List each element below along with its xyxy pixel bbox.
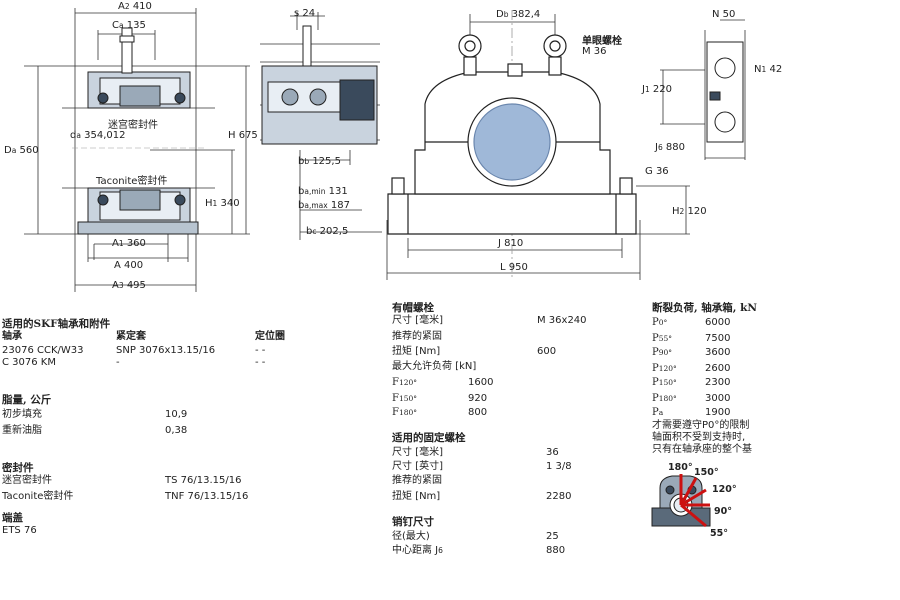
dim-j6: J6 880	[655, 142, 686, 153]
angle-150: 150°	[694, 467, 719, 478]
cap-bolt-tight-label: 推荐的紧固	[392, 331, 442, 342]
seals-title: 密封件	[2, 462, 34, 474]
cap-bolt-size-value: M 36x240	[537, 315, 587, 326]
dim-da-inner: da 354,012	[70, 130, 126, 141]
dim-db: Db 382,4	[496, 9, 541, 20]
break-p120-label: P120°	[652, 363, 677, 374]
cap-bolt-torque-label: 扭矩 [Nm]	[392, 346, 441, 357]
break-p0-value: 6000	[705, 317, 731, 328]
fix-bolt-row-3-label: 推荐的紧固	[392, 475, 442, 486]
bearing-row-1-sleeve: SNP 3076x13.15/16	[116, 345, 216, 356]
fix-bolt-row-4-value: 2280	[546, 491, 572, 502]
cap-bolt-torque-value: 600	[537, 346, 557, 357]
break-p55-value: 7500	[705, 333, 731, 344]
dim-n1: N1 42	[754, 64, 783, 75]
dim-j1: J1 220	[642, 84, 673, 95]
cap-load-f180-label: F180°	[392, 407, 418, 418]
break-p180-label: P180°	[652, 393, 677, 404]
dim-bb: bb 125,5	[298, 156, 341, 167]
seal-row-1-label: 迷宫密封件	[2, 475, 52, 486]
dim-h: H 675	[228, 130, 258, 141]
break-p180-value: 3000	[705, 393, 731, 404]
fix-bolt-row-4-label: 扭矩 [Nm]	[392, 491, 441, 502]
break-p120-value: 2600	[705, 363, 731, 374]
dim-da-outer: Da 560	[4, 145, 39, 156]
breaking-title: 断裂负荷, 轴承箱, kN	[652, 302, 757, 314]
fix-bolt-row-1-label: 尺寸 [毫米]	[392, 447, 443, 458]
dim-a3: A3 495	[112, 280, 146, 291]
seal-row-1-value: TS 76/13.15/16	[165, 475, 242, 486]
bearing-row-2-sleeve: -	[116, 357, 120, 368]
dim-ca: Ca 135	[112, 20, 146, 31]
angle-90: 90°	[714, 506, 732, 517]
dim-a2: A2 410	[118, 1, 152, 12]
bearings-header-2: 紧定套	[116, 331, 146, 342]
label-eye-bolt: 单眼螺栓	[582, 36, 622, 47]
bearing-row-1-ring: - -	[255, 345, 266, 356]
dim-n: N 50	[712, 9, 736, 20]
label-taconite-seal: Taconite密封件	[96, 176, 168, 187]
cap-bolts-title: 有帽螺栓	[392, 302, 434, 314]
dowel-row-2-label: 中心距离 J6	[392, 545, 443, 556]
dim-a: A 400	[114, 260, 144, 271]
break-pa-value: 1900	[705, 407, 731, 418]
break-p55-label: P55°	[652, 333, 673, 344]
dim-bc: bc 202,5	[306, 226, 349, 237]
bearings-header-1: 轴承	[2, 331, 22, 342]
break-p150-label: P150°	[652, 377, 677, 388]
break-pa-label: Pa	[652, 407, 664, 418]
dowel-row-1-label: 径(最大)	[392, 531, 430, 542]
bearing-row-1-bearing: 23076 CCK/W33	[2, 345, 84, 356]
cap-load-f180-value: 800	[468, 407, 488, 418]
break-p90-value: 3600	[705, 347, 731, 358]
grease-row-1-label: 初步填充	[2, 409, 42, 420]
bearing-row-2-bearing: C 3076 KM	[2, 357, 56, 368]
cap-load-f120-value: 1600	[468, 377, 494, 388]
cap-bolt-maxload-label: 最大允许负荷 [kN]	[392, 361, 477, 372]
grease-title: 脂量, 公斤	[2, 394, 52, 406]
dowel-title: 销钉尺寸	[392, 516, 434, 528]
break-p0-label: P0°	[652, 317, 668, 328]
label-labyrinth-seal: 迷宫密封件	[108, 120, 158, 131]
dowel-row-1-value: 25	[546, 531, 559, 542]
dim-s: s 24	[294, 8, 316, 19]
angle-120: 120°	[712, 484, 737, 495]
dim-h2: H2 120	[672, 206, 707, 217]
dowel-row-2-value: 880	[546, 545, 566, 556]
endcover-title: 端盖	[2, 512, 23, 524]
break-note-3: 只有在轴承座的整个基	[652, 444, 752, 455]
fix-bolt-row-2-label: 尺寸 [英寸]	[392, 461, 443, 472]
cap-load-f150-value: 920	[468, 393, 488, 404]
angle-55: 55°	[710, 528, 728, 539]
dim-a1: A1 360	[112, 238, 146, 249]
endcover-value: ETS 76	[2, 525, 37, 536]
dim-ba-max: ba,max 187	[298, 200, 350, 211]
break-p150-value: 2300	[705, 377, 731, 388]
grease-row-1-value: 10,9	[165, 409, 188, 420]
bearings-header-3: 定位圈	[255, 331, 285, 342]
dim-ba-min: ba,min 131	[298, 186, 348, 197]
bearings-title: 适用的SKF轴承和附件	[2, 318, 111, 330]
grease-row-2-label: 重新油脂	[2, 425, 42, 436]
cap-load-f120-label: F120°	[392, 377, 418, 388]
break-p90-label: P90°	[652, 347, 673, 358]
dim-l: L 950	[500, 262, 528, 273]
cap-bolt-size-label: 尺寸 [毫米]	[392, 315, 443, 326]
fix-bolts-title: 适用的固定螺栓	[392, 432, 466, 444]
break-note-1: 才需要遵守P0°的限制	[652, 420, 750, 431]
dim-g: G 36	[645, 166, 669, 177]
label-eye-bolt-size: M 36	[582, 46, 607, 57]
cap-load-f150-label: F150°	[392, 393, 418, 404]
dim-h1: H1 340	[205, 198, 240, 209]
break-note-2: 轴面积不受到支持时,	[652, 432, 746, 443]
fix-bolt-row-2-value: 1 3/8	[546, 461, 572, 472]
seal-row-2-value: TNF 76/13.15/16	[165, 491, 249, 502]
dim-j: J 810	[498, 238, 524, 249]
fix-bolt-row-1-value: 36	[546, 447, 559, 458]
angle-180: 180°	[668, 462, 693, 473]
seal-row-2-label: Taconite密封件	[2, 491, 74, 502]
bearing-row-2-ring: - -	[255, 357, 266, 368]
grease-row-2-value: 0,38	[165, 425, 188, 436]
